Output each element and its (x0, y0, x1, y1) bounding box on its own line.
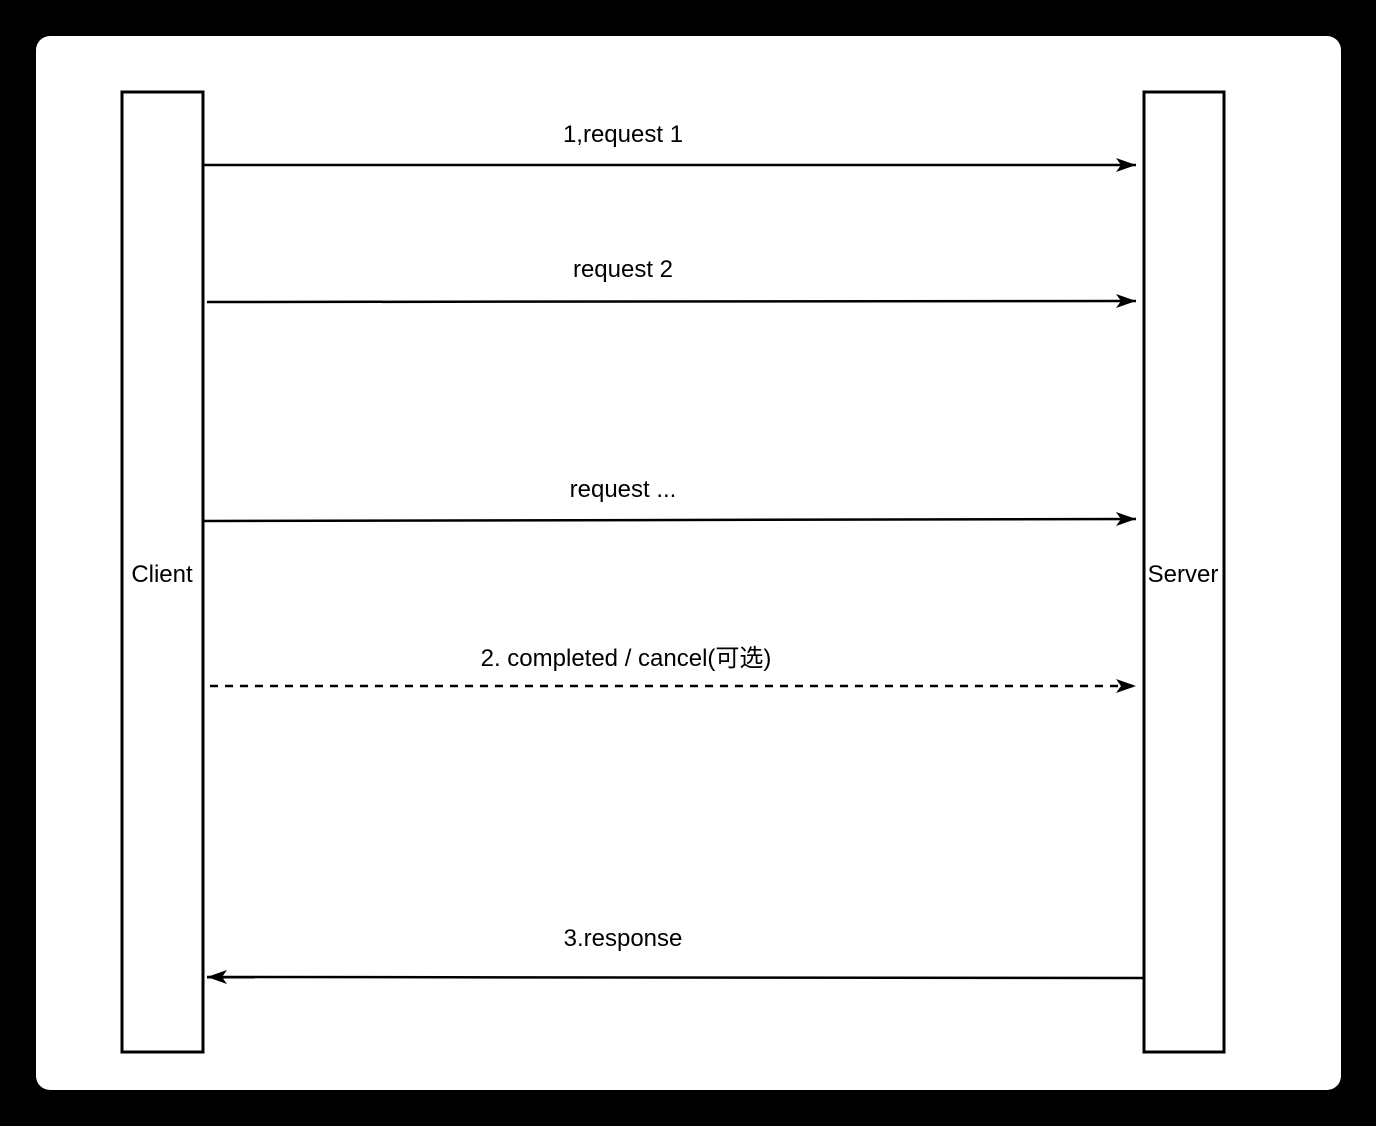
sequence-diagram: Client Server 1,request 1 request 2 requ… (120, 90, 1226, 1054)
message-request-more-label: request ... (570, 476, 677, 503)
message-request-more-arrow (202, 512, 1137, 527)
message-completed-cancel-label: 2. completed / cancel(可选) (481, 645, 772, 672)
diagram-canvas: Client Server 1,request 1 request 2 requ… (36, 36, 1341, 1090)
client-label: Client (131, 561, 193, 588)
server-lifeline-box (1142, 90, 1226, 1054)
message-request-2-label: request 2 (573, 256, 673, 283)
message-completed-cancel: 2. completed / cancel(可选) (210, 645, 1136, 693)
message-request-1: 1,request 1 (203, 121, 1136, 172)
message-request-2: request 2 (206, 256, 1137, 309)
participant-client: Client (120, 90, 205, 1054)
message-response-arrow (206, 970, 1145, 985)
message-request-1-label: 1,request 1 (563, 121, 683, 148)
server-label: Server (1148, 561, 1219, 588)
message-request-2-arrow (206, 294, 1137, 309)
message-response-label: 3.response (564, 925, 683, 952)
message-response: 3.response (206, 925, 1145, 985)
participant-server: Server (1142, 90, 1226, 1054)
message-request-more: request ... (202, 476, 1137, 527)
client-lifeline-box (120, 90, 205, 1054)
